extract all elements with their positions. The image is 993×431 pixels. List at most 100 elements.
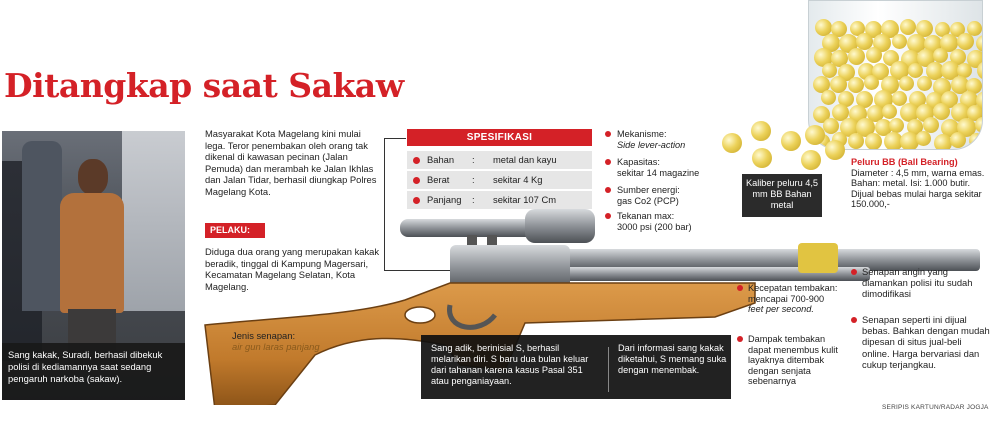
bullet-dot	[605, 131, 611, 137]
spec-value: sekitar 4 Kg	[493, 174, 543, 185]
pellet	[907, 118, 924, 135]
mekanisme-item: Mekanisme:Side lever-action	[605, 129, 720, 150]
pellet	[950, 21, 966, 37]
pellet	[831, 20, 848, 37]
spec-row: Berat : sekitar 4 Kg	[407, 171, 592, 189]
online-note: Senapan seperti ini dijual bebas. Bahkan…	[851, 314, 991, 370]
pellet	[917, 76, 933, 92]
pellet	[899, 76, 915, 92]
bullet-dot	[413, 197, 420, 204]
pellet	[915, 131, 931, 147]
credit: SERIPIS KARTUN/RADAR JOGJA	[882, 404, 989, 411]
pellet	[866, 105, 884, 123]
pellet	[855, 33, 873, 51]
pellet	[957, 62, 973, 78]
pellet	[932, 48, 948, 64]
pellet	[849, 20, 865, 36]
pellet	[934, 21, 950, 37]
pellet	[830, 76, 848, 94]
pellet	[823, 117, 840, 134]
jenis-label: Jenis senapan:	[232, 330, 296, 341]
pellet	[839, 118, 859, 138]
pellet	[813, 48, 833, 68]
pellet	[874, 118, 892, 136]
pellet	[915, 103, 934, 122]
pellet	[967, 20, 982, 36]
pellet	[889, 61, 909, 81]
spec-value: sekitar 107 Cm	[493, 194, 557, 205]
pellet	[889, 118, 905, 134]
kapasitas-label: Kapasitas:	[617, 157, 660, 167]
pellet	[975, 91, 982, 111]
online-note-text: Senapan seperti ini dijual bebas. Bahkan…	[862, 314, 990, 370]
scope-tube	[400, 219, 535, 237]
kapasitas-value: sekitar 14 magazine	[617, 167, 700, 178]
pellet	[821, 89, 837, 105]
spesifikasi-heading: SPESIFIKASI	[407, 129, 592, 146]
pellet	[950, 75, 969, 94]
peluru-info: Peluru BB (Ball Bearing) Diameter : 4,5 …	[851, 157, 991, 210]
pellet	[975, 117, 982, 134]
pellet	[825, 140, 845, 160]
intro-text: Masyarakat Kota Magelang kini mulai lega…	[205, 128, 377, 197]
pellet	[957, 33, 975, 51]
spec-label: Bahan	[427, 154, 455, 165]
pellet	[831, 104, 849, 122]
pellet	[881, 20, 900, 39]
pellet	[849, 104, 868, 123]
kecepatan-value: mencapai 700-900	[748, 293, 825, 304]
modified-note: Senapan angin yang diamankan polisi itu …	[851, 266, 991, 300]
bullet-dot	[737, 336, 743, 342]
tekanan-label: Tekanan max:	[617, 211, 675, 221]
pellet	[847, 133, 864, 149]
scope-mount	[467, 235, 477, 253]
barrel	[450, 249, 980, 271]
suspect-photo	[2, 131, 185, 400]
spec-label: Panjang	[427, 194, 462, 205]
spec-row: Bahan : metal dan kayu	[407, 151, 592, 169]
grip-hole	[404, 306, 436, 324]
bullet-dot	[737, 285, 743, 291]
bullet-dot	[413, 177, 420, 184]
mekanisme-value: Side lever-action	[617, 139, 686, 150]
pellet	[966, 49, 982, 68]
pellet	[900, 132, 920, 149]
energi-value: gas Co2 (PCP)	[617, 195, 679, 206]
pellet	[831, 49, 849, 67]
pellet-jar	[808, 0, 983, 150]
pellet	[805, 125, 825, 145]
pellet	[968, 132, 982, 148]
kecepatan-unit: feet per second.	[748, 304, 814, 315]
pellet	[966, 77, 982, 94]
pellet	[976, 61, 982, 81]
spec-sep: :	[472, 174, 475, 185]
pellet	[940, 33, 959, 52]
story-right: Dari informasi sang kakak diketahui, S m…	[618, 343, 727, 375]
pellet	[847, 77, 864, 94]
headline-title: Ditangkap saat Sakaw	[4, 66, 404, 105]
kecepatan-info: Kecepatan tembakan: mencapai 700-900 fee…	[737, 283, 849, 315]
bullet-dot	[605, 187, 611, 193]
pellet	[907, 33, 927, 53]
spec-sep: :	[472, 154, 475, 165]
pellet	[891, 90, 907, 106]
bullet-dot	[413, 157, 420, 164]
pellet	[848, 47, 866, 65]
pellet	[864, 75, 880, 90]
connector-line	[384, 270, 454, 271]
pelaku-tag: PELAKU:	[205, 223, 265, 238]
jenis-senapan: Jenis senapan: air gun laras panjang	[232, 330, 320, 352]
pellet	[814, 19, 832, 37]
pellet	[966, 104, 982, 121]
bullet-dot	[851, 317, 857, 323]
pellet	[822, 62, 838, 78]
spec-label: Berat	[427, 174, 450, 185]
bullet-dot	[605, 213, 611, 219]
peluru-text: Diameter : 4,5 mm, warna emas. Bahan: me…	[851, 167, 985, 210]
jenis-value: air gun laras panjang	[232, 341, 320, 352]
kapasitas-item: Kapasitas:sekitar 14 magazine	[605, 157, 720, 178]
caliber-box: Kaliber peluru 4,5 mm BB Bahan metal	[742, 174, 822, 217]
trigger-guard	[447, 304, 497, 330]
dampak-text: Dampak tembakan dapat menembus kulit lay…	[748, 334, 838, 387]
tekanan-value: 3000 psi (200 bar)	[617, 221, 692, 232]
